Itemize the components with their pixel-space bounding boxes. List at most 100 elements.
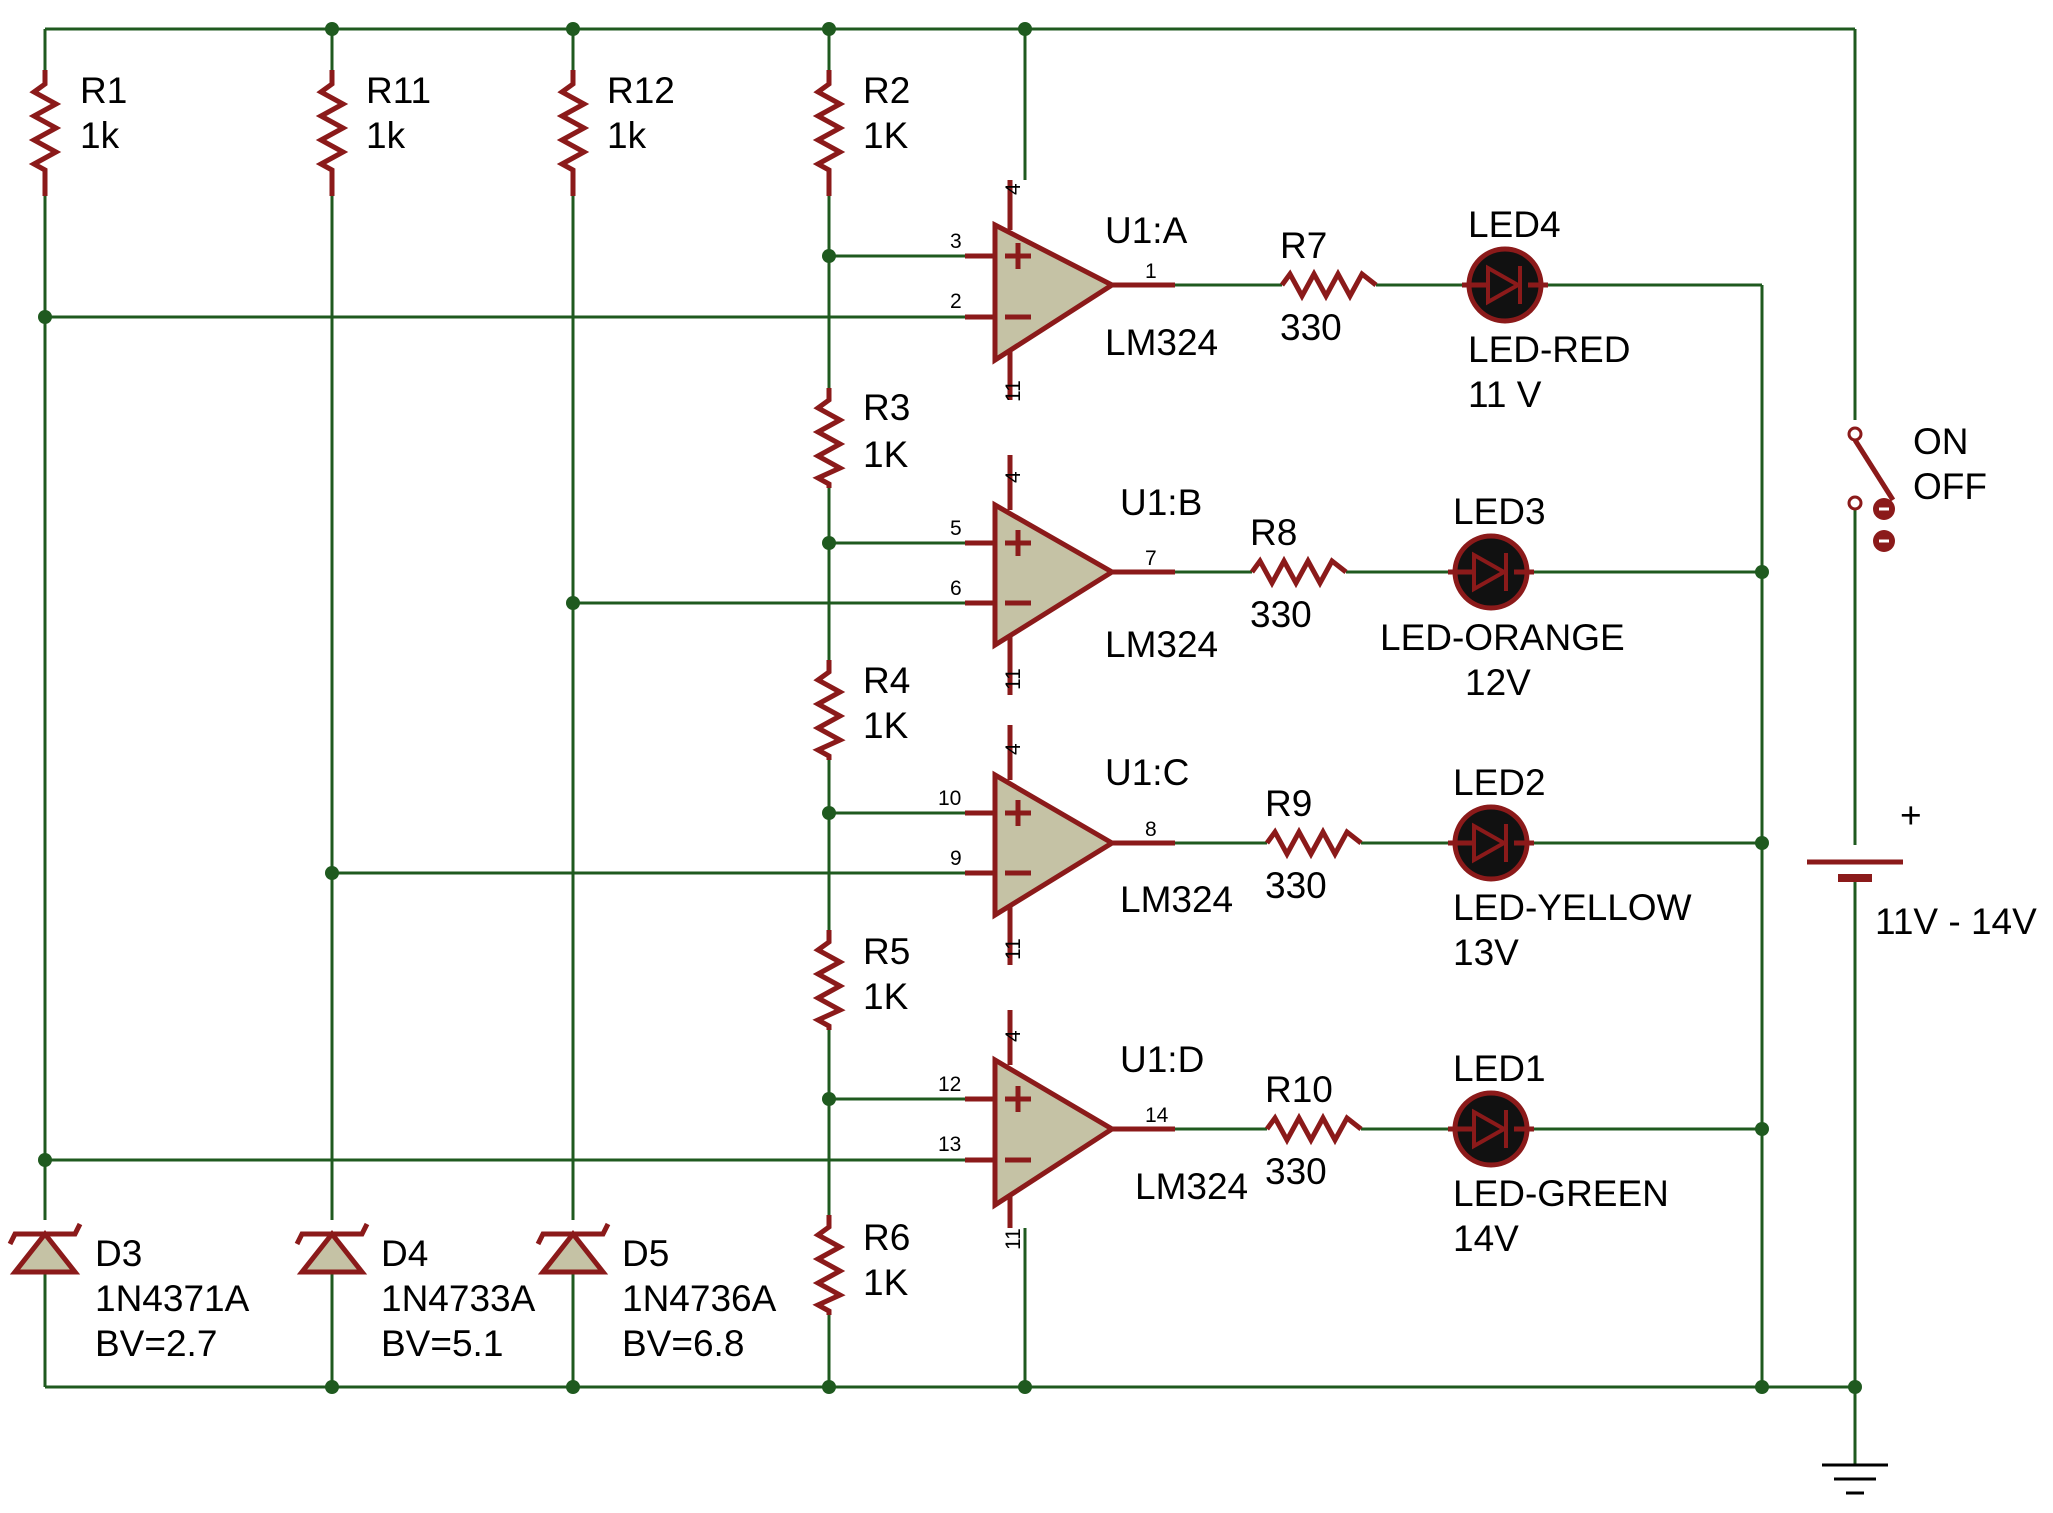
pin-vcc: 4 <box>1002 471 1025 483</box>
pin-minus: 2 <box>950 290 962 313</box>
led-icon <box>1448 1090 1534 1168</box>
pin-gnd: 11 <box>1002 938 1025 960</box>
resistor-r10: R10 330 <box>1264 1069 1363 1192</box>
switch-off-label: OFF <box>1913 466 1987 507</box>
resistor-value: 1k <box>607 115 647 156</box>
led-voltage: 14V <box>1453 1218 1519 1259</box>
op-amp-icon <box>965 725 1175 965</box>
pin-plus: 10 <box>938 787 961 810</box>
zener-diode-icon <box>535 1222 611 1275</box>
resistor-icon <box>556 70 590 196</box>
resistor-ref: R5 <box>863 931 910 972</box>
power-switch: ON OFF <box>1847 421 1987 552</box>
zener-d5: D5 1N4736A BV=6.8 <box>535 1222 777 1364</box>
battery-voltage-range: 11V - 14V <box>1875 901 2037 942</box>
opamp-part: LM324 <box>1105 322 1218 363</box>
resistor-value: 1k <box>366 115 406 156</box>
battery-plus: + <box>1900 795 1922 836</box>
resistor-value: 330 <box>1265 1151 1327 1192</box>
resistor-r8: R8 330 <box>1249 512 1348 635</box>
resistor-icon <box>1249 555 1348 589</box>
led-type: LED-YELLOW <box>1453 887 1692 928</box>
led-led4: LED4 LED-RED 11 V <box>1462 204 1630 415</box>
resistor-r4: R4 1K <box>812 660 910 760</box>
resistor-icon <box>812 1215 846 1315</box>
resistor-ref: R6 <box>863 1217 910 1258</box>
resistor-r11: R11 1k <box>315 70 431 196</box>
zener-diode-icon <box>294 1222 370 1275</box>
led-voltage: 11 V <box>1468 374 1542 415</box>
opamp-u1c: 10 9 8 4 11 U1:C LM324 <box>938 725 1233 965</box>
resistor-value: 330 <box>1250 594 1312 635</box>
pin-out: 8 <box>1145 818 1157 841</box>
pin-out: 14 <box>1145 1104 1169 1127</box>
diode-part: 1N4733A <box>381 1278 536 1319</box>
resistor-r6: R6 1K <box>812 1215 910 1315</box>
resistor-r2: R2 1K <box>812 70 910 196</box>
resistor-r12: R12 1k <box>556 70 675 196</box>
opamp-ref: U1:D <box>1120 1039 1204 1080</box>
pin-minus: 6 <box>950 577 962 600</box>
diode-ref: D4 <box>381 1233 428 1274</box>
switch-icon <box>1847 426 1896 552</box>
resistor-icon <box>315 70 349 196</box>
opamp-ref: U1:A <box>1105 210 1188 251</box>
pin-out: 1 <box>1145 260 1157 283</box>
resistor-ref: R7 <box>1280 225 1327 266</box>
ground-icon <box>1822 1463 1888 1495</box>
pin-vcc: 4 <box>1002 1030 1025 1042</box>
diode-breakdown: BV=2.7 <box>95 1323 217 1364</box>
resistor-ref: R12 <box>607 70 675 111</box>
resistor-ref: R2 <box>863 70 910 111</box>
resistor-value: 330 <box>1280 307 1342 348</box>
op-amp-icon <box>965 180 1175 400</box>
diode-ref: D3 <box>95 1233 142 1274</box>
opamp-ref: U1:C <box>1105 752 1189 793</box>
opamp-u1a: 3 2 1 4 11 U1:A LM324 <box>950 180 1218 402</box>
led-ref: LED4 <box>1468 204 1561 245</box>
pin-plus: 12 <box>938 1073 961 1096</box>
resistor-icon <box>1264 826 1363 860</box>
diode-ref: D5 <box>622 1233 669 1274</box>
opamp-u1b: 5 6 7 4 11 U1:B LM324 <box>950 455 1218 695</box>
resistor-r7: R7 330 <box>1279 225 1378 348</box>
pin-vcc: 4 <box>1002 183 1025 195</box>
led-icon <box>1448 804 1534 882</box>
resistor-ref: R4 <box>863 660 910 701</box>
resistor-value: 1k <box>80 115 120 156</box>
resistor-value: 330 <box>1265 865 1327 906</box>
resistor-ref: R11 <box>366 70 431 111</box>
pin-gnd: 11 <box>1002 668 1025 690</box>
led-voltage: 13V <box>1453 932 1519 973</box>
switch-on-label: ON <box>1913 421 1969 462</box>
pin-gnd: 11 <box>1002 1228 1025 1250</box>
resistor-value: 1K <box>863 434 909 475</box>
diode-breakdown: BV=6.8 <box>622 1323 744 1364</box>
pin-plus: 3 <box>950 230 962 253</box>
resistor-r5: R5 1K <box>812 930 910 1030</box>
pin-minus: 9 <box>950 847 962 870</box>
led-led3: LED3 LED-ORANGE 12V <box>1380 491 1625 703</box>
battery: + 11V - 14V <box>1807 795 2037 942</box>
pin-vcc: 4 <box>1002 743 1025 755</box>
led-icon <box>1448 533 1534 611</box>
junction-dots <box>38 22 1862 1394</box>
resistor-icon <box>812 660 846 760</box>
resistor-ref: R8 <box>1250 512 1297 553</box>
resistor-icon <box>28 70 62 196</box>
diode-part: 1N4371A <box>95 1278 250 1319</box>
resistor-r1: R1 1k <box>28 70 127 196</box>
pin-plus: 5 <box>950 517 962 540</box>
led-type: LED-RED <box>1468 329 1630 370</box>
resistor-icon <box>812 388 846 488</box>
pin-minus: 13 <box>938 1133 961 1156</box>
resistor-r9: R9 330 <box>1264 783 1363 906</box>
resistor-value: 1K <box>863 115 909 156</box>
resistor-ref: R1 <box>80 70 127 111</box>
led-ref: LED1 <box>1453 1048 1546 1089</box>
zener-d3: D3 1N4371A BV=2.7 <box>7 1222 250 1364</box>
resistor-icon <box>812 70 846 196</box>
pin-gnd: 11 <box>1002 380 1025 402</box>
opamp-u1d: 12 13 14 4 11 U1:D LM324 <box>938 1010 1248 1250</box>
